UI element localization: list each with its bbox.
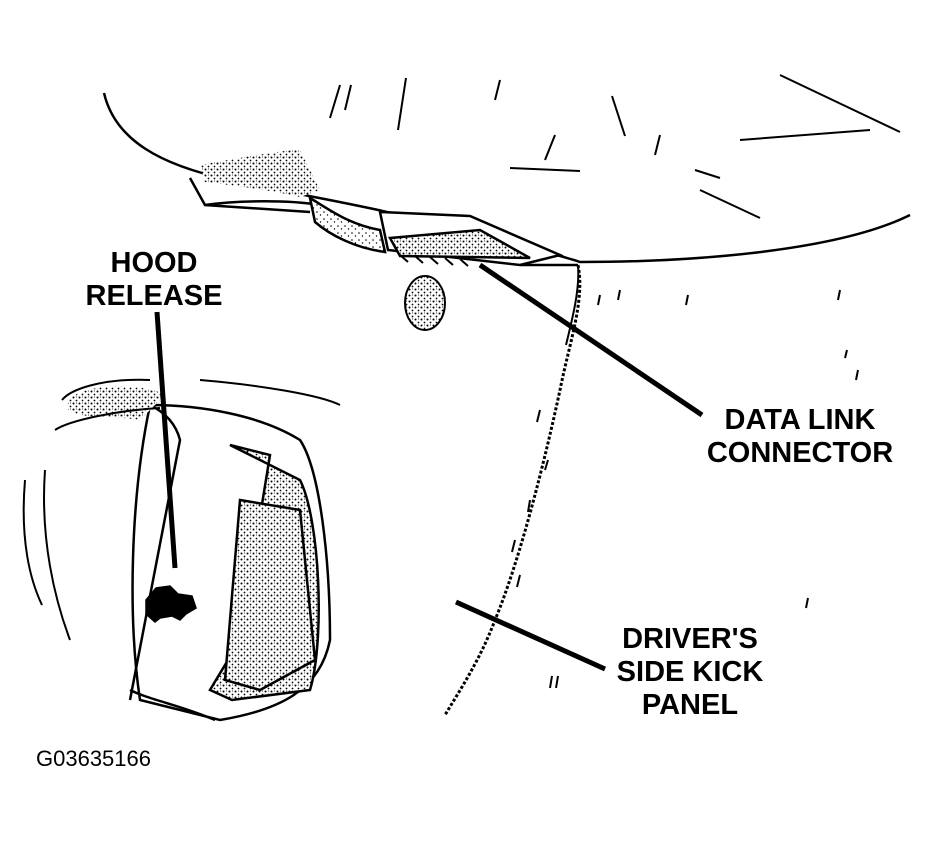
hood-release-label: HOOD RELEASE (84, 247, 224, 313)
figure-id: G03635166 (36, 746, 151, 771)
kick-panel-leader (454, 599, 607, 672)
trim-shadow (68, 386, 165, 420)
side-trim (22, 378, 341, 641)
hood-release-label-line2: RELEASE (85, 280, 223, 312)
dashboard-shadow (200, 150, 320, 197)
hood-release-label-line1: HOOD (110, 247, 198, 279)
kick-panel-texture (511, 289, 859, 689)
data-link-connector-label: DATA LINK CONNECTOR (700, 404, 900, 470)
dlc-pins (399, 254, 469, 267)
kick-panel-label-line2: SIDE KICK (616, 656, 764, 688)
dlc-leader (478, 262, 704, 418)
data-link-connector-label-line1: DATA LINK (724, 404, 876, 436)
kick-panel-label-line1: DRIVER'S (622, 623, 758, 655)
dash-knob (404, 275, 446, 331)
car-icon (145, 585, 197, 623)
dashboard-lines (329, 74, 901, 219)
kick-panel-label: DRIVER'S SIDE KICK PANEL (610, 623, 770, 722)
dlc-housing (308, 195, 578, 267)
kick-panel-label-line3: PANEL (641, 689, 739, 721)
hood-release-leader (154, 311, 178, 569)
hood-release-panel (128, 403, 332, 722)
data-link-connector-label-line2: CONNECTOR (706, 437, 894, 469)
